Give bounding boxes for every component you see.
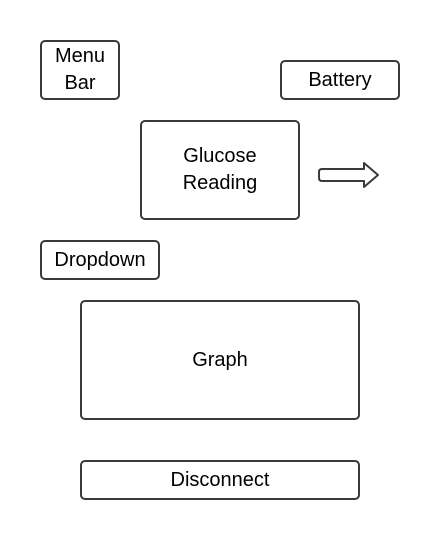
glucose-reading-label-line2: Reading [182,172,258,194]
graph-box: Graph [80,300,360,420]
menu-bar-label-line1: Menu [54,45,106,67]
dropdown-box[interactable]: Dropdown [40,240,160,280]
glucose-reading-box: Glucose Reading [140,120,300,220]
right-arrow-shape [318,162,379,188]
menu-bar-label-line2: Bar [64,72,96,94]
disconnect-label: Disconnect [170,468,270,491]
graph-label: Graph [192,348,248,371]
right-arrow-icon[interactable] [318,160,380,190]
glucose-reading-label-line1: Glucose [183,145,257,167]
battery-box: Battery [280,60,400,100]
glucose-reading-label: Glucose Reading [183,143,258,197]
menu-bar-box[interactable]: Menu Bar [40,40,120,100]
dropdown-label: Dropdown [54,248,146,271]
disconnect-button[interactable]: Disconnect [80,460,360,500]
battery-label: Battery [308,68,372,91]
menu-bar-label: Menu Bar [55,43,105,97]
